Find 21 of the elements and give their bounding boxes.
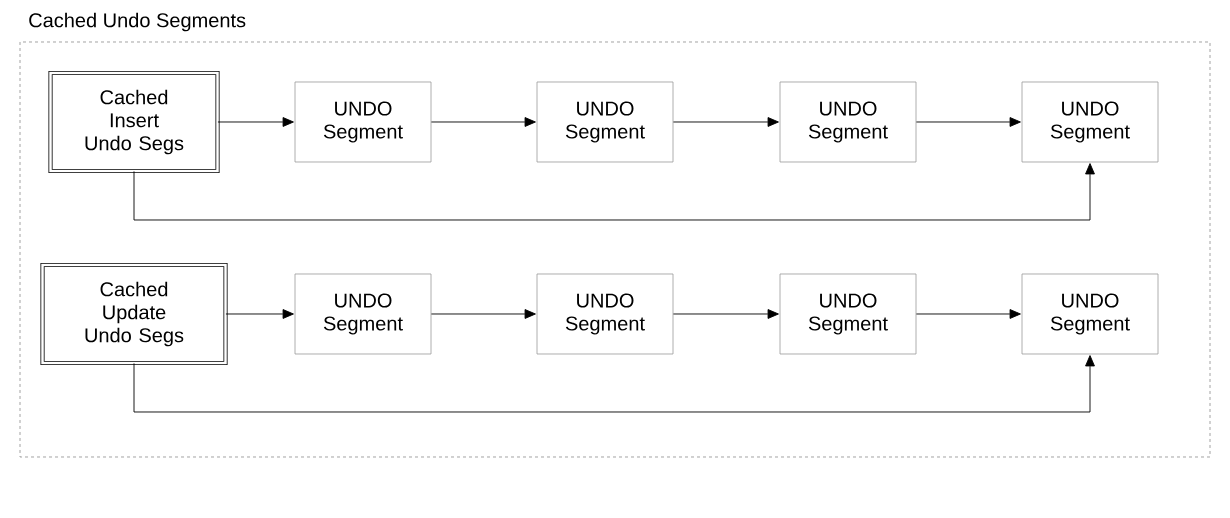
arrow xyxy=(915,309,1021,319)
segment-box: UNDO Segment xyxy=(294,81,432,163)
segment-box: UNDO Segment xyxy=(536,81,674,163)
arrow xyxy=(133,355,1095,413)
list-head-box: Cached Insert Undo Segs xyxy=(48,70,220,174)
arrow xyxy=(915,117,1021,127)
segment-box: UNDO Segment xyxy=(1021,273,1159,355)
list-head-box: Cached Update Undo Segs xyxy=(40,262,228,366)
arrow xyxy=(225,309,294,319)
segment-box: UNDO Segment xyxy=(294,273,432,355)
arrow xyxy=(672,309,779,319)
group-title: Cached Undo Segments xyxy=(29,12,246,32)
segment-box: UNDO Segment xyxy=(1021,81,1159,163)
segment-box: UNDO Segment xyxy=(779,81,917,163)
segment-box: UNDO Segment xyxy=(536,273,674,355)
arrow xyxy=(217,117,294,127)
arrow xyxy=(430,309,536,319)
arrow xyxy=(672,117,779,127)
arrow xyxy=(430,117,536,127)
arrow xyxy=(133,163,1095,221)
segment-box: UNDO Segment xyxy=(779,273,917,355)
